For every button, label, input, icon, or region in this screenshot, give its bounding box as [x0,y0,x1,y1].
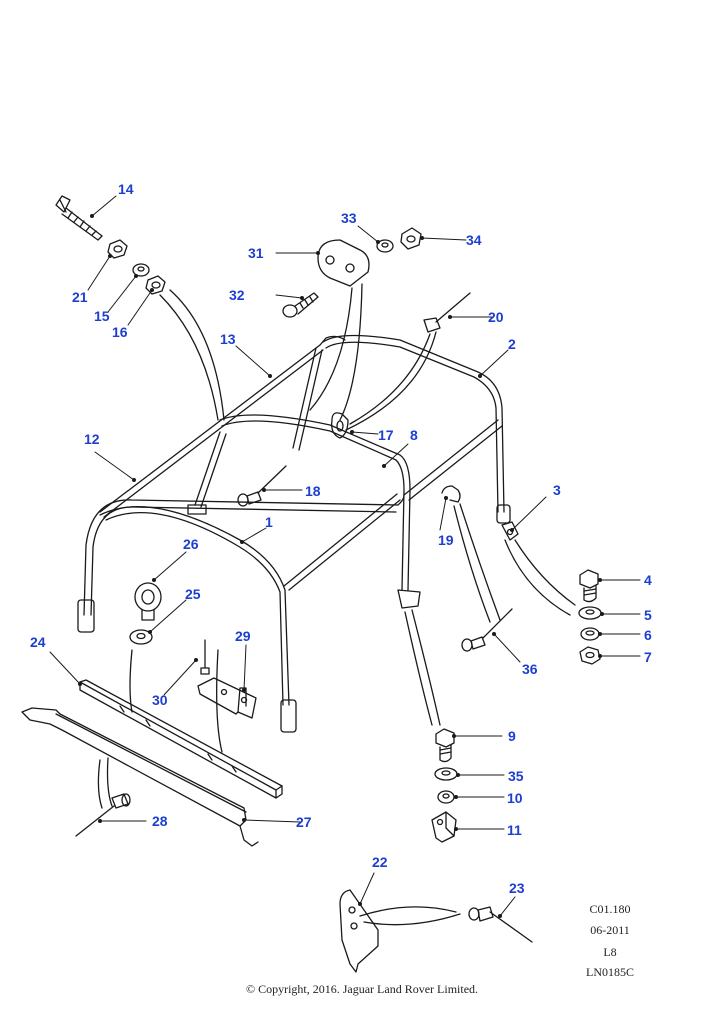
front-hoop-inner [90,506,397,616]
callout-2: 2 [508,336,516,352]
screw-32 [282,292,319,318]
callout-7: 7 [644,649,652,665]
callout-35: 35 [508,768,524,784]
middle-bow [219,414,411,591]
shackle-17 [331,412,349,439]
callout-12: 12 [84,431,100,447]
reference-date: 06-2011 [590,923,630,937]
diagonal-rail [288,499,401,591]
callout-32: 32 [229,287,245,303]
front-hoop-bow-inner [105,512,284,706]
washer-15 [132,263,150,277]
nut-21 [107,239,128,259]
eye-bolt-26 [134,582,162,621]
callout-24: 24 [30,634,46,650]
callout-5: 5 [644,607,652,623]
stud-30 [200,639,210,675]
callout-3: 3 [553,482,561,498]
middle-bracket [397,589,421,609]
callout-33: 33 [341,210,357,226]
nut-34 [400,227,422,250]
rivet-18 [237,465,287,507]
reference-drawing: LN0185C [586,965,634,979]
plate-29 [197,677,257,719]
rail-24 [79,679,283,799]
rear-bow [322,334,505,513]
rivet-36 [461,608,513,652]
clip-19 [441,485,461,503]
bracket-22 [339,889,379,973]
callout-20: 20 [488,309,504,325]
callout-4: 4 [644,572,652,588]
callout-23: 23 [509,880,525,896]
callout-29: 29 [235,628,251,644]
callout-31: 31 [248,245,264,261]
front-hoop-bow [99,506,290,706]
bracket-3 [501,521,519,541]
cage-nut-11 [431,811,457,843]
callout-6: 6 [644,627,652,643]
washer-10 [437,790,455,804]
callout-34: 34 [466,232,482,248]
bolt-14 [55,195,103,241]
clamp-31 [317,239,370,287]
bolt-9 [435,728,455,763]
washer-25 [129,629,153,645]
foot-front-right [280,699,297,733]
callout-26: 26 [183,536,199,552]
reference-code: C01.180 [589,902,631,916]
washer-5 [578,606,602,620]
callout-28: 28 [152,813,168,829]
bolt-4 [579,569,599,603]
foot-rear-right [496,504,511,524]
copyright-notice: © Copyright, 2016. Jaguar Land Rover Lim… [245,982,479,996]
callout-16: 16 [112,324,128,340]
callout-9: 9 [508,728,516,744]
callout-21: 21 [72,289,88,305]
callout-25: 25 [185,586,201,602]
reference-variant: L8 [603,945,617,959]
callout-1: 1 [265,514,273,530]
rivet-23 [468,906,533,943]
callout-15: 15 [94,308,110,324]
rail-27 [21,707,259,847]
callout-30: 30 [152,692,168,708]
washer-35 [434,767,458,781]
callout-22: 22 [372,854,388,870]
callout-27: 27 [296,814,312,830]
side-rail-top-left [319,335,346,346]
callout-18: 18 [305,483,321,499]
callout-36: 36 [522,661,538,677]
nut-16 [145,275,166,295]
washer-33 [376,239,394,253]
washer-6 [580,627,600,641]
callout-11: 11 [507,822,522,838]
callout-13: 13 [220,331,236,347]
callout-14: 14 [118,181,134,197]
callout-17: 17 [378,427,394,443]
nut-7 [579,646,601,665]
side-rail-left [99,344,321,513]
rivet-20 [423,292,471,333]
callout-8: 8 [410,427,418,443]
callout-10: 10 [507,790,523,806]
foot-front-left [77,599,95,633]
rivet-28 [75,793,131,837]
callout-19: 19 [438,532,454,548]
